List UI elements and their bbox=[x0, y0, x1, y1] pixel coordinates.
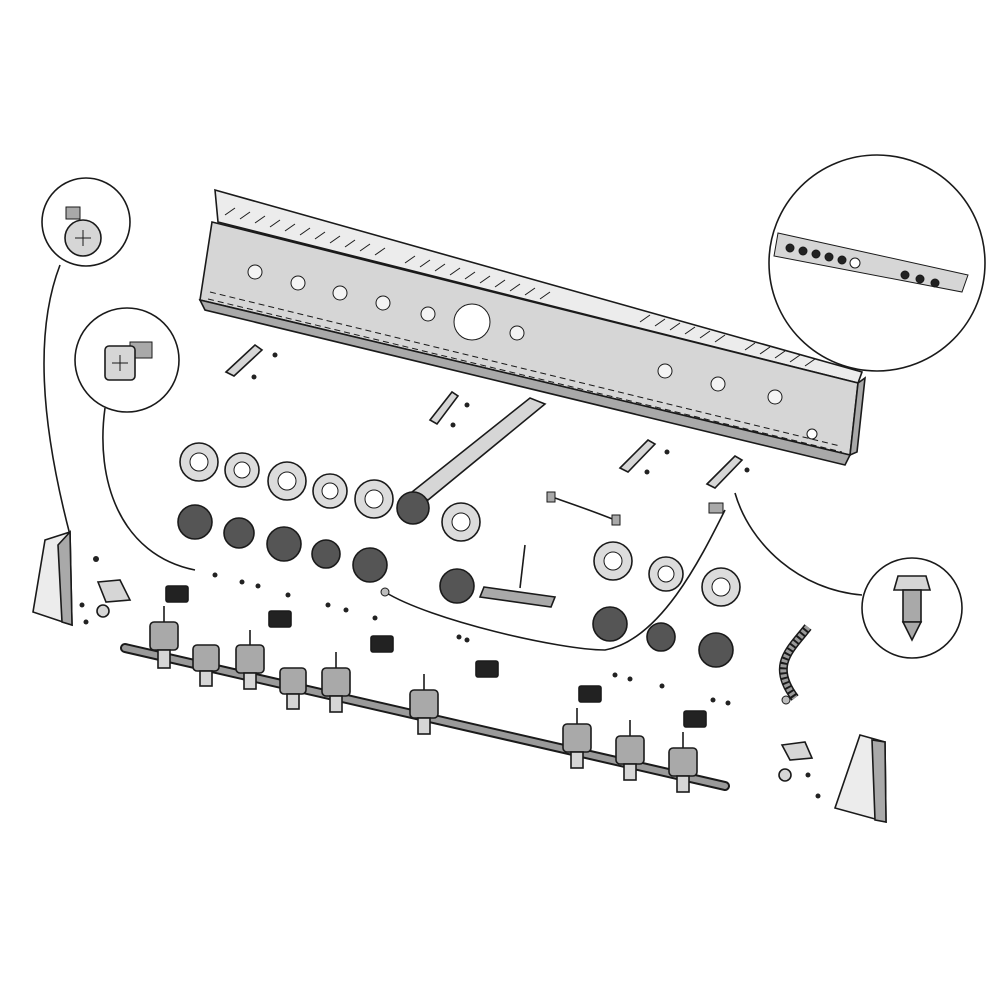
control-panel bbox=[198, 188, 866, 466]
rotisserie-motor-bracket bbox=[396, 397, 547, 525]
burner-valve-3 bbox=[235, 630, 265, 690]
mounting-bracket bbox=[224, 343, 750, 489]
vent-slots-left bbox=[224, 207, 551, 300]
crossover-tube bbox=[380, 502, 726, 651]
burner-valve-2 bbox=[192, 644, 220, 687]
valve-cutouts bbox=[247, 264, 818, 440]
side-end-cap bbox=[32, 530, 887, 824]
control-knob bbox=[177, 504, 734, 668]
igniter-wire bbox=[546, 491, 621, 526]
bezel bbox=[179, 442, 741, 607]
control-panel-overview-callout bbox=[768, 154, 986, 372]
fastener-set bbox=[212, 572, 731, 706]
burner-valve-1 bbox=[149, 606, 179, 669]
valve-clip bbox=[79, 579, 821, 799]
burner-valve-6 bbox=[409, 674, 439, 735]
overview-knobs bbox=[785, 243, 940, 288]
flex-gas-hose bbox=[778, 624, 812, 705]
burner-valve-7 bbox=[562, 708, 592, 769]
self-drilling-hex-screw-callout bbox=[734, 492, 963, 659]
burner-valve-5 bbox=[321, 652, 351, 713]
vent-slots-right bbox=[639, 314, 816, 367]
valve-grommet bbox=[165, 585, 707, 728]
phillips-screw-callout bbox=[41, 177, 131, 562]
lower-vent-rows bbox=[207, 291, 843, 453]
burner-valve bbox=[149, 606, 698, 793]
burner-valve-4 bbox=[279, 667, 307, 710]
machine-screw-callout bbox=[74, 307, 196, 571]
burner-valve-9 bbox=[668, 732, 698, 793]
burner-valve-8 bbox=[615, 720, 645, 781]
igniter-module bbox=[478, 544, 557, 608]
